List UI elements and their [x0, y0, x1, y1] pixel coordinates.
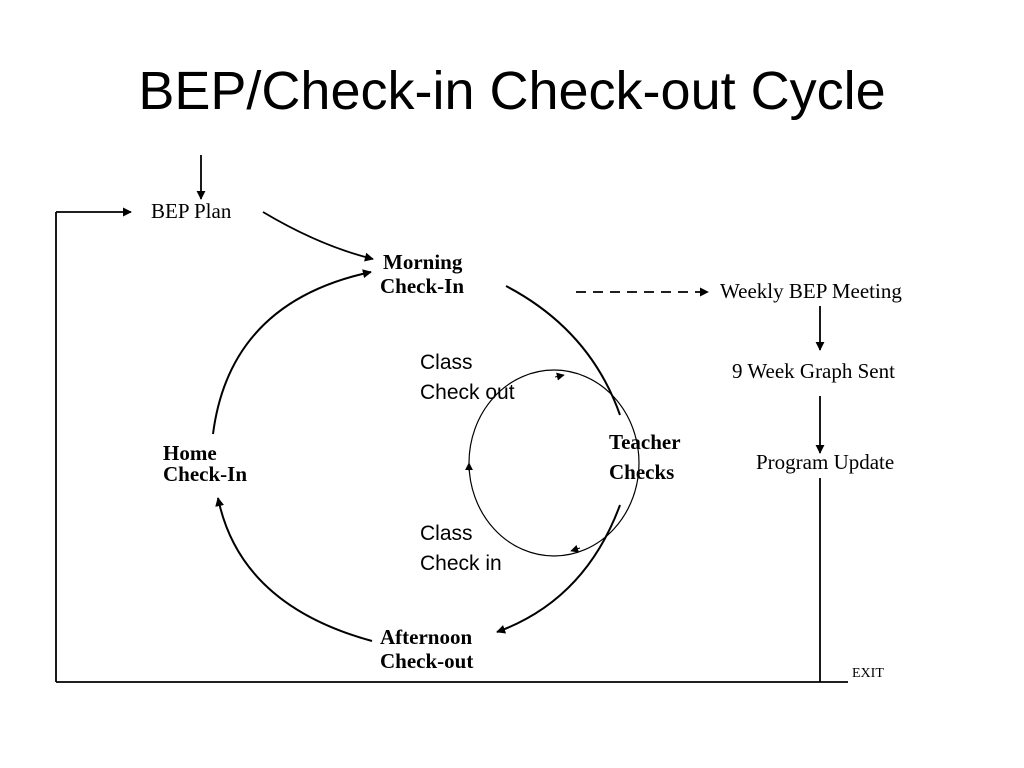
morning-checkin-line-1: Morning [383, 250, 463, 274]
home-checkin-line-2: Check-In [163, 462, 248, 486]
graph-sent-label: 9 Week Graph Sent [732, 359, 895, 383]
morning-to-teacher-arc [505, 285, 621, 416]
class-checkin-line-1: Class [420, 522, 473, 545]
teacher-checks-line-1: Teacher [609, 430, 681, 454]
class-checkout-line-2: Check out [420, 381, 515, 405]
home-to-morning-arc [212, 269, 372, 435]
teacher-to-afternoon-arc [496, 504, 621, 634]
plan-to-morning-arrow [262, 211, 374, 262]
inner-arrow-top [554, 372, 565, 381]
class-checkout-line-1: Class [420, 351, 473, 374]
program-update-label: Program Update [756, 450, 895, 474]
teacher-checks-line-2: Checks [609, 459, 675, 484]
weekly-meeting-label: Weekly BEP Meeting [720, 279, 902, 303]
morning-checkin-label: Morning Check-In [380, 250, 465, 298]
afternoon-checkout-label: Afternoon Check-out [380, 625, 474, 673]
morning-checkin-line-2: Check-In [380, 273, 465, 298]
afternoon-checkout-line-1: Afternoon [380, 625, 473, 649]
teacher-checks-label: Teacher Checks [609, 428, 681, 488]
inner-arrow-bottom [570, 544, 581, 553]
class-checkin-line-2: Check in [420, 552, 502, 576]
class-checkout-label: Class Check out [420, 348, 515, 409]
home-checkin-label: Home Check-In [163, 443, 247, 485]
class-checkin-label: Class Check in [420, 519, 502, 580]
afternoon-checkout-line-2: Check-out [380, 648, 474, 673]
slide-title: BEP/Check-in Check-out Cycle [138, 61, 886, 121]
exit-label: EXIT [852, 666, 884, 681]
bep-plan-label: BEP Plan [151, 199, 232, 223]
afternoon-to-home-arc [215, 497, 373, 642]
home-checkin-line-1: Home [163, 441, 217, 465]
